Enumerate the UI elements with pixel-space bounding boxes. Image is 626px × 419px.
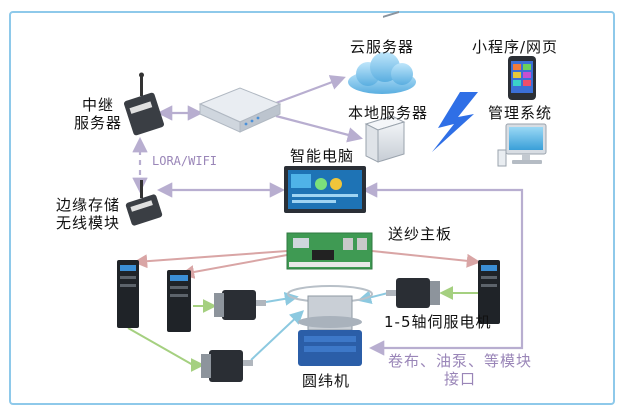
diagram-frame [9,11,615,405]
link-motor-machine-2 [250,310,305,361]
circular-knitting-machine-icon [287,285,373,366]
miniapp-web-label: 小程序/网页 [472,38,559,56]
cloud-icon [348,52,416,94]
relay-server-device-icon [124,72,164,136]
link-switch-cloud [275,75,346,105]
servo-driver-left-icon [117,260,139,328]
smart-pc-device-icon [284,166,366,213]
link-switch-local-server [275,114,363,143]
edge-module-device-icon [125,180,163,226]
link-pc-modules [361,182,524,356]
lightning-icon [432,92,478,152]
servo-motor-icon [201,350,253,382]
desktop-computer-icon [497,123,547,167]
edge-module-label: 边缘存储 无线模块 [56,196,121,232]
yarn-board-label: 送纱主板 [388,225,453,243]
circular-knitting-machine-label: 圆纬机 [302,372,351,390]
cloud-server-label: 云服务器 [350,38,415,56]
servo-driver-mid-icon [167,270,191,332]
management-system-label: 管理系统 [488,104,553,122]
servo-motor-icon [214,290,266,320]
local-server-icon [364,11,406,163]
link-left-driver-motor [127,327,205,372]
link-board-right-driver [371,250,481,268]
servo-driver-right-icon [478,260,500,324]
link-board-left-driver [133,250,288,269]
relay-server-label: 中继 服务器 [74,96,123,132]
smart-pc-label: 智能电脑 [290,147,355,165]
servo-motor-icon [386,278,440,308]
yarn-board-icon [286,232,373,270]
phone-icon [508,56,536,100]
lora-wifi-label: LORA/WIFI [152,154,218,168]
link-board-mid-driver [180,254,288,279]
servo-motors-label: 1-5轴伺服电机 [384,313,492,331]
modules-interface-label: 卷布、油泵、等模块 接口 [388,352,533,388]
local-server-label: 本地服务器 [348,104,429,122]
network-switch-icon [198,87,282,133]
